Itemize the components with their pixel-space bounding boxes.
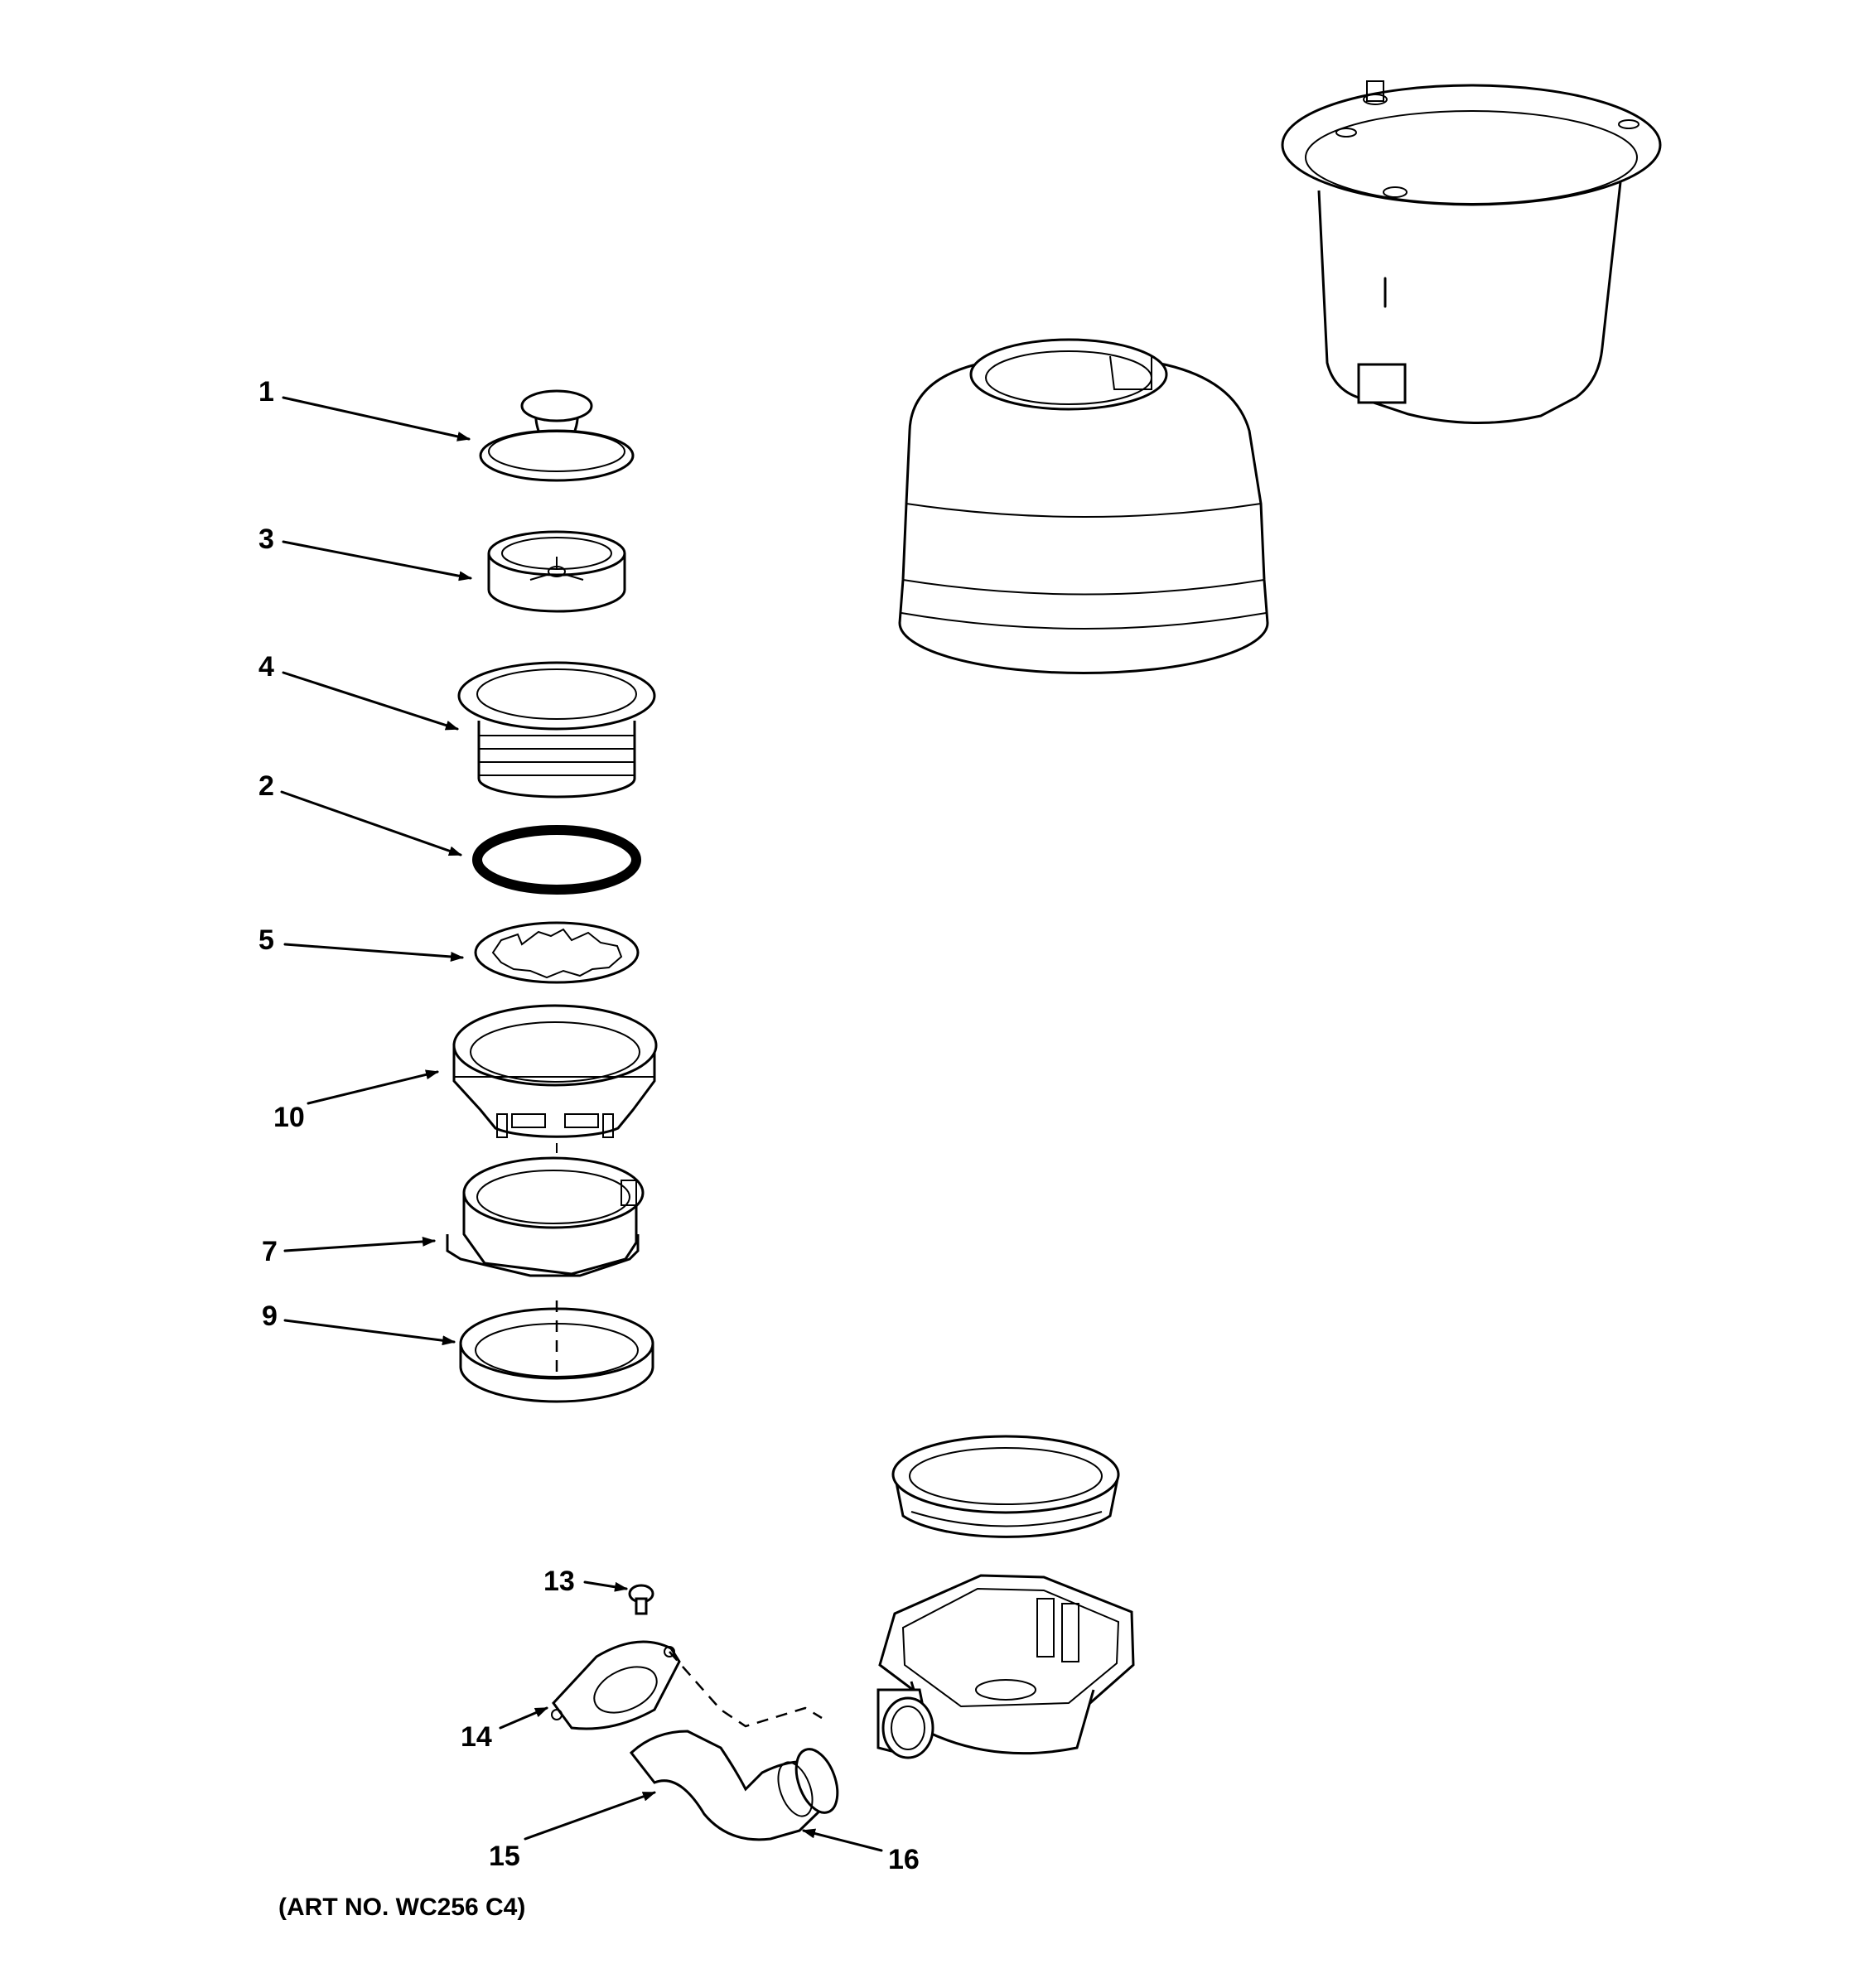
part-gasket <box>472 825 641 895</box>
callout-2: 2 <box>258 770 274 802</box>
part-lower-housing <box>876 1574 1135 1759</box>
part-sink-flange <box>457 661 656 799</box>
part-screw <box>628 1584 654 1615</box>
part-cushion-mount <box>459 1300 654 1403</box>
callout-5: 5 <box>258 924 274 956</box>
callout-1: 1 <box>258 376 274 408</box>
part-upper-housing <box>898 338 1269 675</box>
callout-7: 7 <box>262 1236 278 1267</box>
callout-14: 14 <box>461 1721 492 1753</box>
leader-lines <box>280 396 883 1852</box>
part-mounting-ring <box>452 1004 658 1153</box>
callout-16: 16 <box>888 1844 920 1875</box>
callout-4: 4 <box>258 651 274 683</box>
callout-13: 13 <box>543 1566 575 1597</box>
part-flange <box>551 1640 681 1730</box>
art-number: (ART NO. WC256 C4) <box>278 1894 525 1921</box>
callout-9: 9 <box>262 1300 278 1332</box>
part-strainer <box>487 530 626 613</box>
part-stopper <box>479 389 635 482</box>
part-support-flange <box>446 1156 645 1277</box>
callout-3: 3 <box>258 524 274 555</box>
part-discharge-tube <box>629 1651 839 1841</box>
part-top-shield <box>1281 80 1662 425</box>
callout-10: 10 <box>273 1102 305 1133</box>
part-grinding-ring <box>891 1435 1120 1538</box>
callout-15: 15 <box>489 1841 520 1872</box>
part-backup-ring <box>474 921 640 984</box>
